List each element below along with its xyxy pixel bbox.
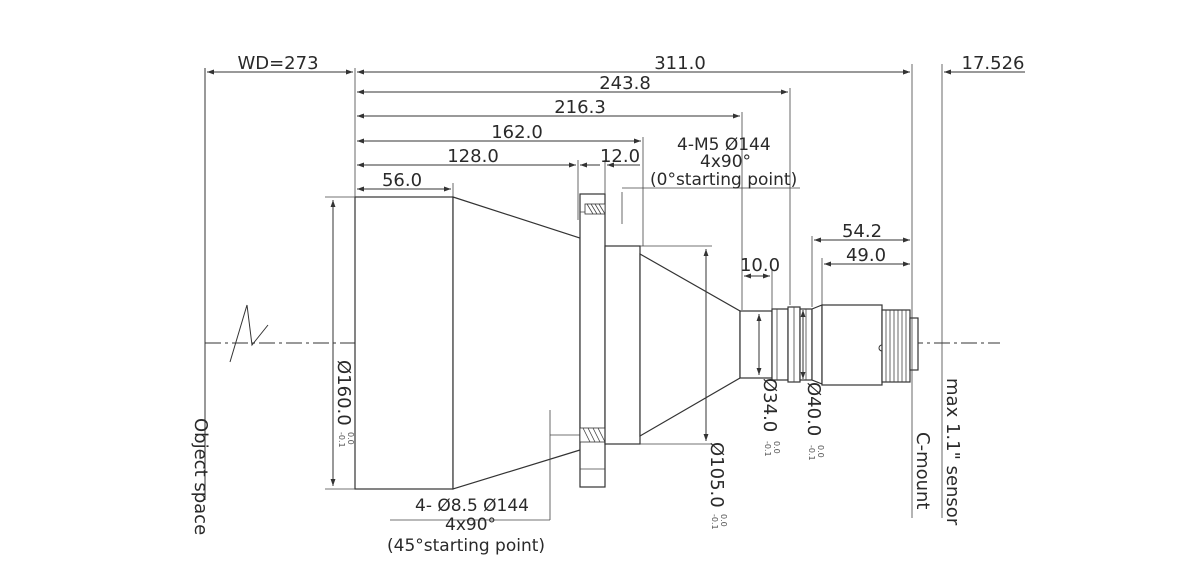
d160-tol-upper: 0.0 <box>346 432 355 445</box>
mounting-flange <box>579 193 606 488</box>
top-hole-note-3: (0°starting point) <box>650 170 797 190</box>
front-cone <box>452 196 581 490</box>
d160-label: Ø160.0 <box>333 360 354 426</box>
lens-body <box>354 193 919 490</box>
rear-cone <box>639 252 741 438</box>
d34-tol-lower: -0.1 <box>763 441 772 457</box>
d34-label: Ø34.0 <box>759 378 780 432</box>
front-barrel-label: 56.0 <box>382 170 422 191</box>
dim-162-label: 162.0 <box>491 122 543 143</box>
bottom-hole-note-2: 4x90° <box>445 515 496 535</box>
d34-tol-upper: 0.0 <box>772 441 781 454</box>
ring-10-label: 10.0 <box>740 255 780 276</box>
dim-243-label: 243.8 <box>599 73 651 94</box>
small-tube <box>739 310 773 379</box>
c-mount-thread <box>909 317 919 371</box>
dim-128-label: 128.0 <box>447 146 499 167</box>
object-space-label: Object space <box>190 418 211 535</box>
bottom-hole-note-1: 4- Ø8.5 Ø144 <box>415 496 529 516</box>
wd-label: WD=273 <box>237 53 318 74</box>
d105-tol-lower: -0.1 <box>710 514 719 530</box>
d105-group: Ø105.0 0.0 -0.1 <box>706 442 728 530</box>
d40-tol-upper: 0.0 <box>816 445 825 458</box>
d40-tol-lower: -0.1 <box>807 445 816 461</box>
d40-label: Ø40.0 <box>803 382 824 436</box>
sensor-label: max 1.1" sensor <box>942 378 963 526</box>
rear-barrel <box>604 245 641 445</box>
rear-housing <box>821 304 883 386</box>
d105-tol-upper: 0.0 <box>719 514 728 527</box>
d40-group: Ø40.0 0.0 -0.1 <box>803 382 825 461</box>
flange-thickness-label: 12.0 <box>600 146 640 167</box>
total-length-label: 311.0 <box>654 53 706 74</box>
focus-ring <box>771 308 789 381</box>
break-symbol <box>229 304 269 363</box>
dim-216-label: 216.3 <box>554 97 606 118</box>
d160-tol-lower: -0.1 <box>337 432 346 448</box>
bottom-hole-note-3: (45°starting point) <box>387 536 545 556</box>
rear-54-label: 54.2 <box>842 221 882 242</box>
top-hole-note-1: 4-M5 Ø144 <box>677 135 771 155</box>
rear-49-label: 49.0 <box>846 245 886 266</box>
c-mount-label: C-mount <box>912 432 933 509</box>
d105-label: Ø105.0 <box>706 442 727 508</box>
sensor-offset-label: 17.526 <box>962 53 1025 74</box>
d160-group: Ø160.0 0.0 -0.1 <box>333 360 355 448</box>
top-hole-note-2: 4x90° <box>700 152 751 172</box>
front-barrel <box>354 196 454 490</box>
knurled-ring <box>881 309 911 383</box>
d34-group: Ø34.0 0.0 -0.1 <box>759 378 781 457</box>
